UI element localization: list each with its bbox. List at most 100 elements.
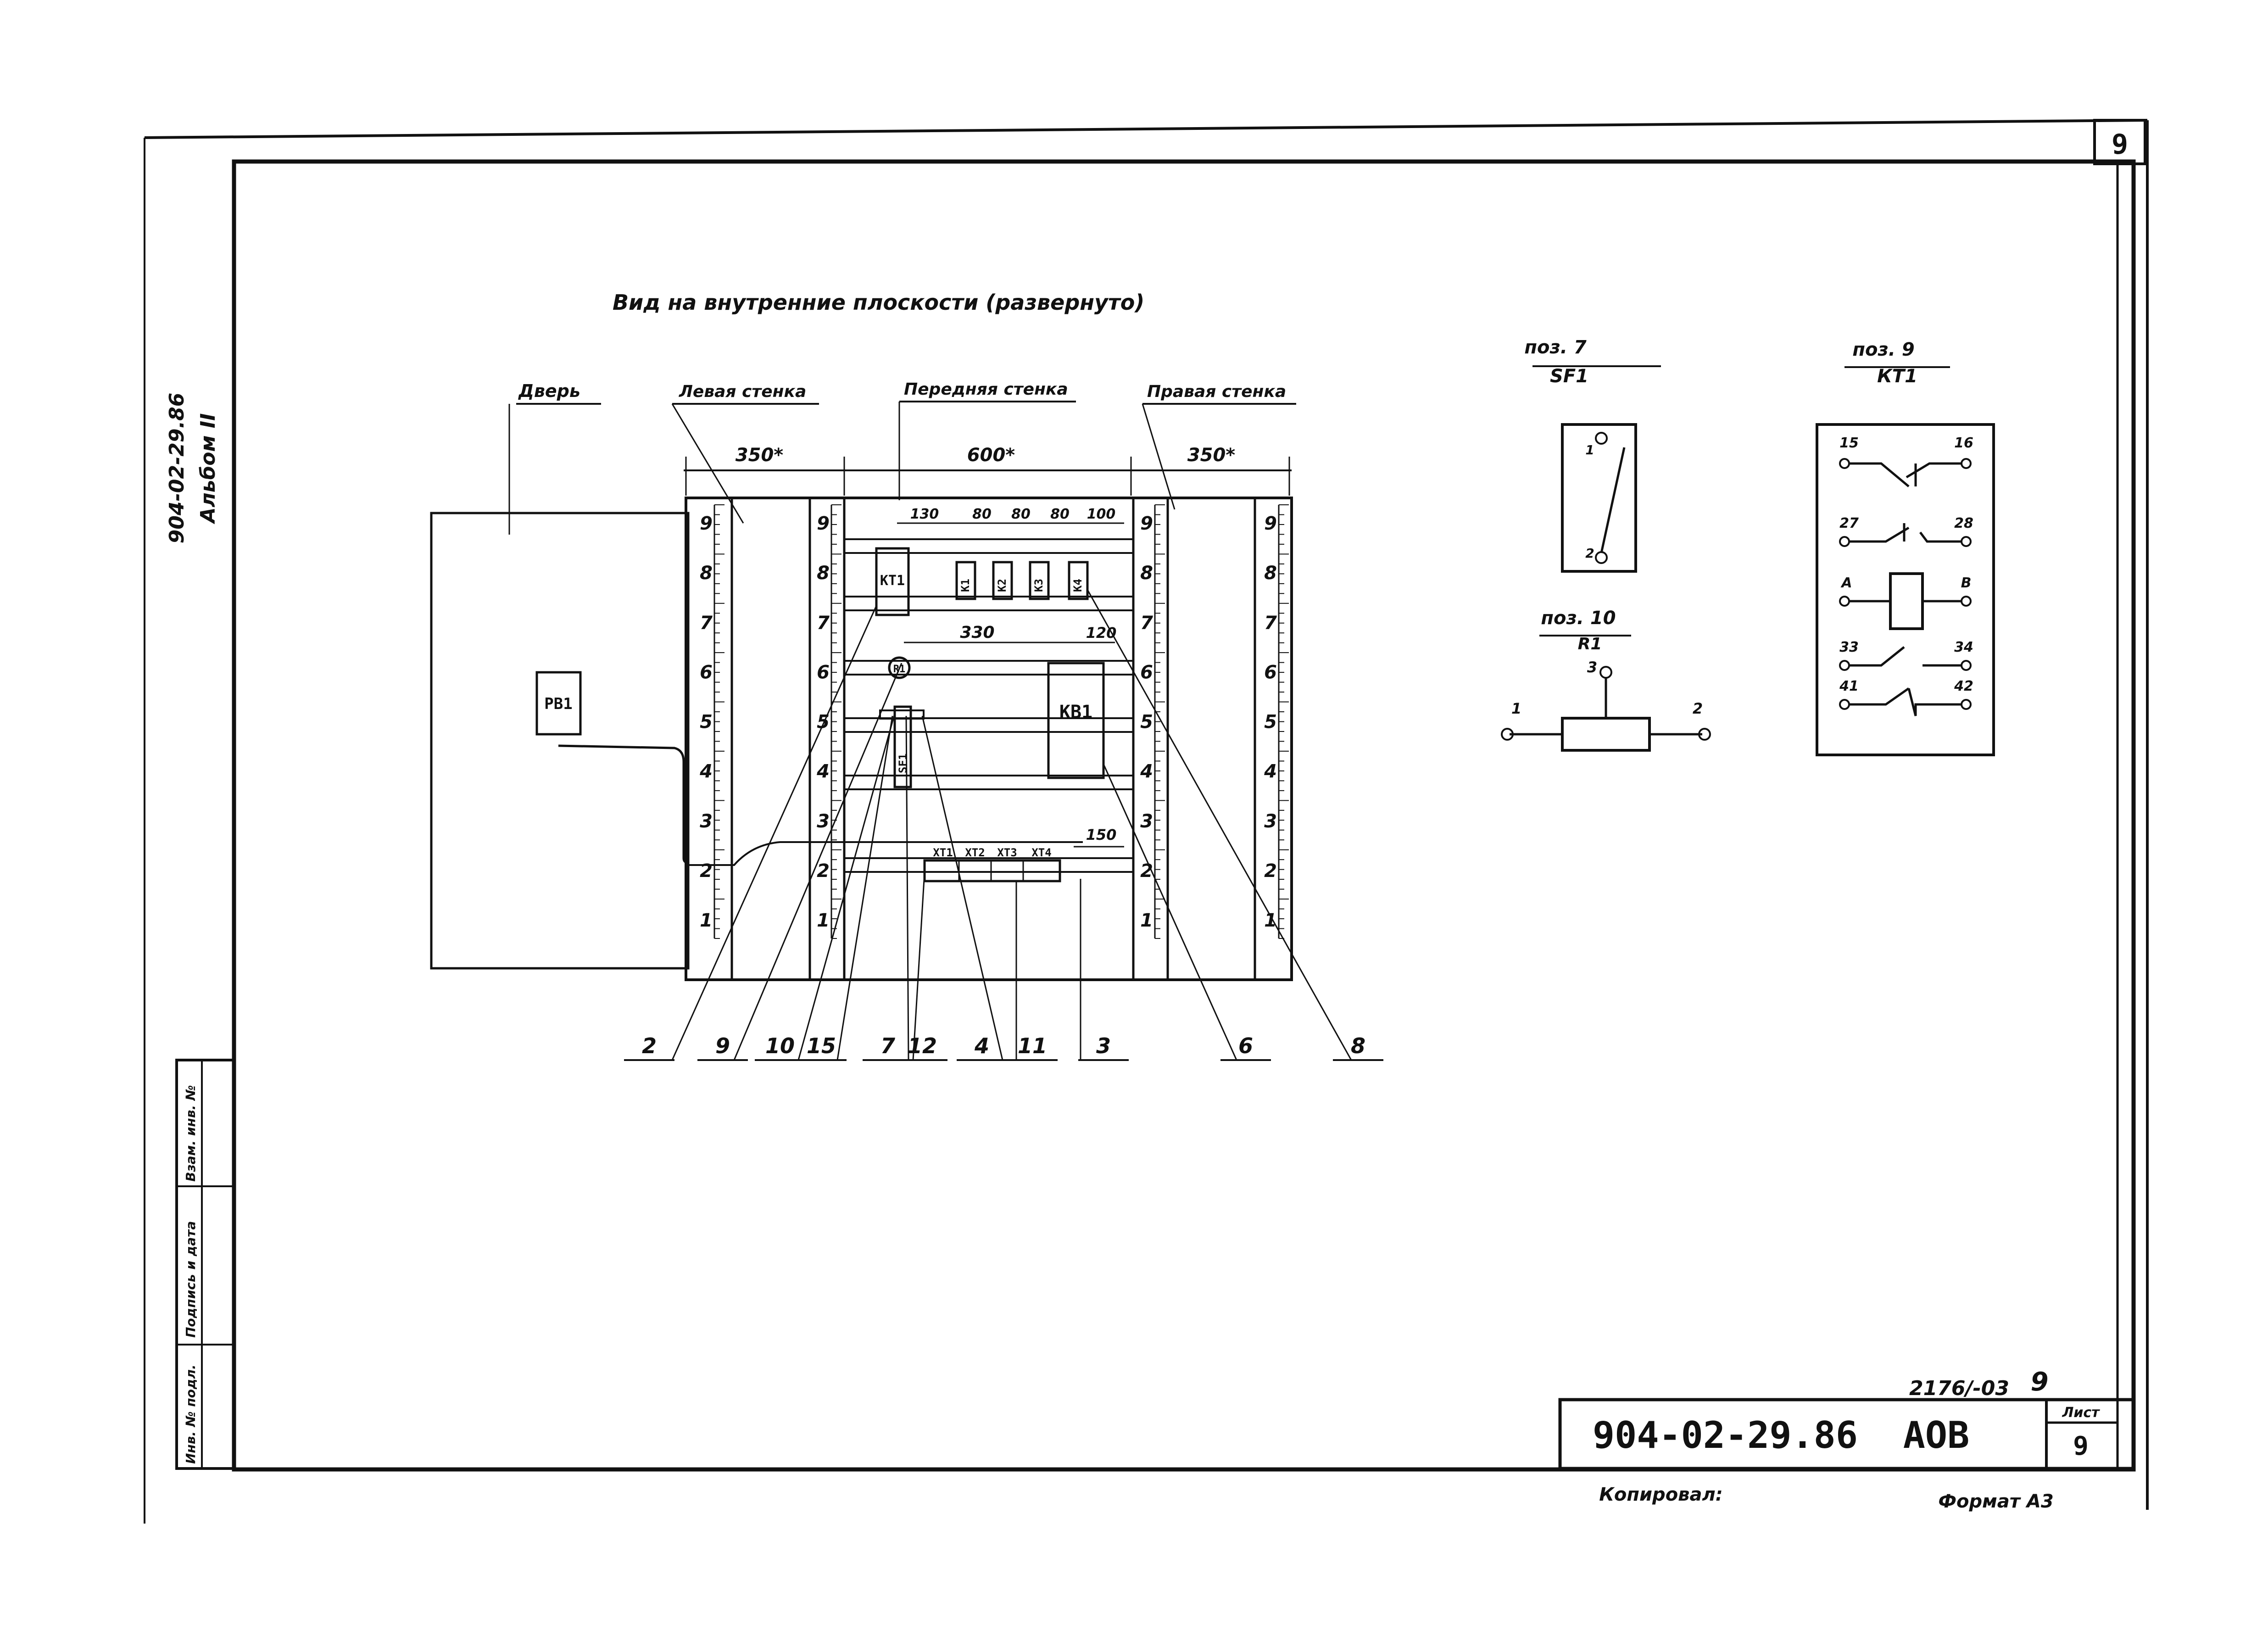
callout-label: 15 (807, 1033, 836, 1058)
detail-kt1: поз. 9 КТ1 15 16 27 28 А В 33 34 41 (1816, 339, 1995, 756)
terminal-xt2: ХТ2 (965, 846, 985, 859)
callout-label: 9 (715, 1033, 730, 1058)
front-dimensions: 130 80 80 80 100 330 120 150 (897, 506, 1124, 848)
r1-pos: поз. 10 (1541, 608, 1616, 629)
title-code: 904-02-29.86 (1593, 1414, 1858, 1457)
dim-right-width: 350* (1187, 445, 1235, 466)
kt1-pin-42: 42 (1954, 678, 1973, 694)
scale-tick: 8 (817, 563, 830, 584)
scale-tick: 3 (817, 811, 830, 832)
sf1-pin-bottom: 2 (1585, 546, 1594, 561)
side-album: Альбом II (196, 413, 220, 524)
kt1-pin-41: 41 (1839, 678, 1859, 694)
dim-left-width: 350* (736, 445, 783, 466)
sf1-pos: поз. 7 (1524, 337, 1586, 358)
svg-text:К1: К1 (959, 579, 972, 592)
svg-text:К4: К4 (1071, 579, 1084, 592)
kt1-pin-a: А (1840, 575, 1852, 591)
top-dimensions: 350* 600* 350* (684, 445, 1292, 496)
relay-k1: К1 (955, 561, 976, 600)
side-code: 904-02-29.86 Альбом II (165, 393, 220, 544)
sf1-pin-top: 1 (1585, 442, 1594, 458)
svg-text:К2: К2 (996, 579, 1009, 592)
dim-relay-5: 100 (1087, 506, 1116, 522)
terminal-xt4: ХТ4 (1031, 846, 1051, 859)
scale-tick: 8 (1140, 563, 1153, 584)
r1-pin-2: 2 (1693, 700, 1703, 717)
scale-tick: 6 (700, 662, 713, 683)
svg-text:К3: К3 (1032, 579, 1045, 592)
scale-tick: 6 (817, 662, 830, 683)
kt1-pin-16: 16 (1954, 435, 1973, 451)
stamp-inv: Инв. № подл. (183, 1364, 198, 1464)
scale-tick: 1 (817, 910, 830, 931)
scale-tick: 3 (1140, 811, 1153, 832)
r1-name: R1 (1578, 635, 1602, 653)
detail-r1: поз. 10 R1 1 3 2 (1501, 608, 1711, 752)
corner-number: 9 (2112, 128, 2128, 161)
callout-label: 7 (880, 1033, 895, 1058)
scale-tick: 4 (699, 761, 713, 782)
kt1-pin-27: 27 (1839, 515, 1859, 531)
callout-label: 2 (642, 1033, 657, 1058)
callout-label: 10 (765, 1033, 795, 1058)
detail-sf1: поз. 7 SF1 1 2 (1524, 337, 1661, 573)
walls (685, 497, 1293, 981)
relay-k3: К3 (1029, 561, 1050, 600)
dim-relay-2: 80 (972, 506, 992, 522)
scale-tick: 2 (817, 860, 830, 882)
scale-tick: 3 (1264, 811, 1277, 832)
kv1-label: КВ1 (1059, 702, 1092, 723)
scale-tick: 1 (1140, 910, 1153, 931)
sf1-name: SF1 (1550, 366, 1588, 387)
scale-tick: 6 (1264, 662, 1277, 683)
format-label: Формат А3 (1938, 1491, 2053, 1512)
sf1-label: SF1 (897, 754, 909, 773)
r1-symbol (888, 656, 911, 679)
door-panel: РВ1 (430, 512, 1083, 970)
callout-label: 12 (908, 1033, 937, 1058)
callout-label: 6 (1238, 1033, 1253, 1058)
scale-tick: 4 (816, 761, 830, 782)
sheet-number: 9 (2073, 1431, 2089, 1461)
scale-tick: 1 (700, 910, 713, 931)
scale-tick: 9 (1140, 513, 1153, 534)
callout-label: 8 (1351, 1033, 1365, 1058)
scale-tick: 7 (1264, 612, 1277, 633)
left-wall-label: Левая стенка (679, 382, 806, 401)
right-wall-label: Правая стенка (1147, 382, 1286, 401)
doc-sheet: 9 (2031, 1367, 2049, 1397)
scale-tick: 1 (1264, 910, 1277, 931)
dim-mid-1: 330 (960, 623, 994, 642)
title-section: АОВ (1903, 1414, 1970, 1457)
corner-number-box: 9 (2093, 119, 2146, 165)
sheet-label: Лист (2062, 1405, 2100, 1421)
scale-tick: 3 (700, 811, 713, 832)
scale-tick: 8 (1264, 563, 1277, 584)
dim-relay-1: 130 (910, 506, 939, 522)
rv1-label: РВ1 (544, 695, 572, 713)
callout-label: 4 (974, 1033, 989, 1058)
relay-k4: К4 (1068, 561, 1089, 600)
drawing-title: Вид на внутренние плоскости (развернуто) (613, 290, 1144, 315)
dim-relay-3: 80 (1011, 506, 1031, 522)
scale-tick: 6 (1140, 662, 1153, 683)
kt1-label: КТ1 (880, 573, 905, 589)
front-wall-label: Передняя стенка (904, 380, 1068, 399)
kt1-pin-b: В (1961, 575, 1972, 591)
r1-pin-3: 3 (1587, 659, 1597, 676)
dim-relay-4: 80 (1050, 506, 1070, 522)
front-components: КТ1 К1 К2 К3 К4 R1 КВ1 SF1 ХТ1 ХТ2 ХТ3 (875, 547, 1105, 882)
scale-tick: 7 (817, 612, 830, 633)
callout-label: 3 (1096, 1033, 1111, 1058)
dim-terminal: 150 (1086, 826, 1117, 843)
scale-tick: 5 (700, 712, 713, 733)
relay-k2: К2 (992, 561, 1013, 600)
